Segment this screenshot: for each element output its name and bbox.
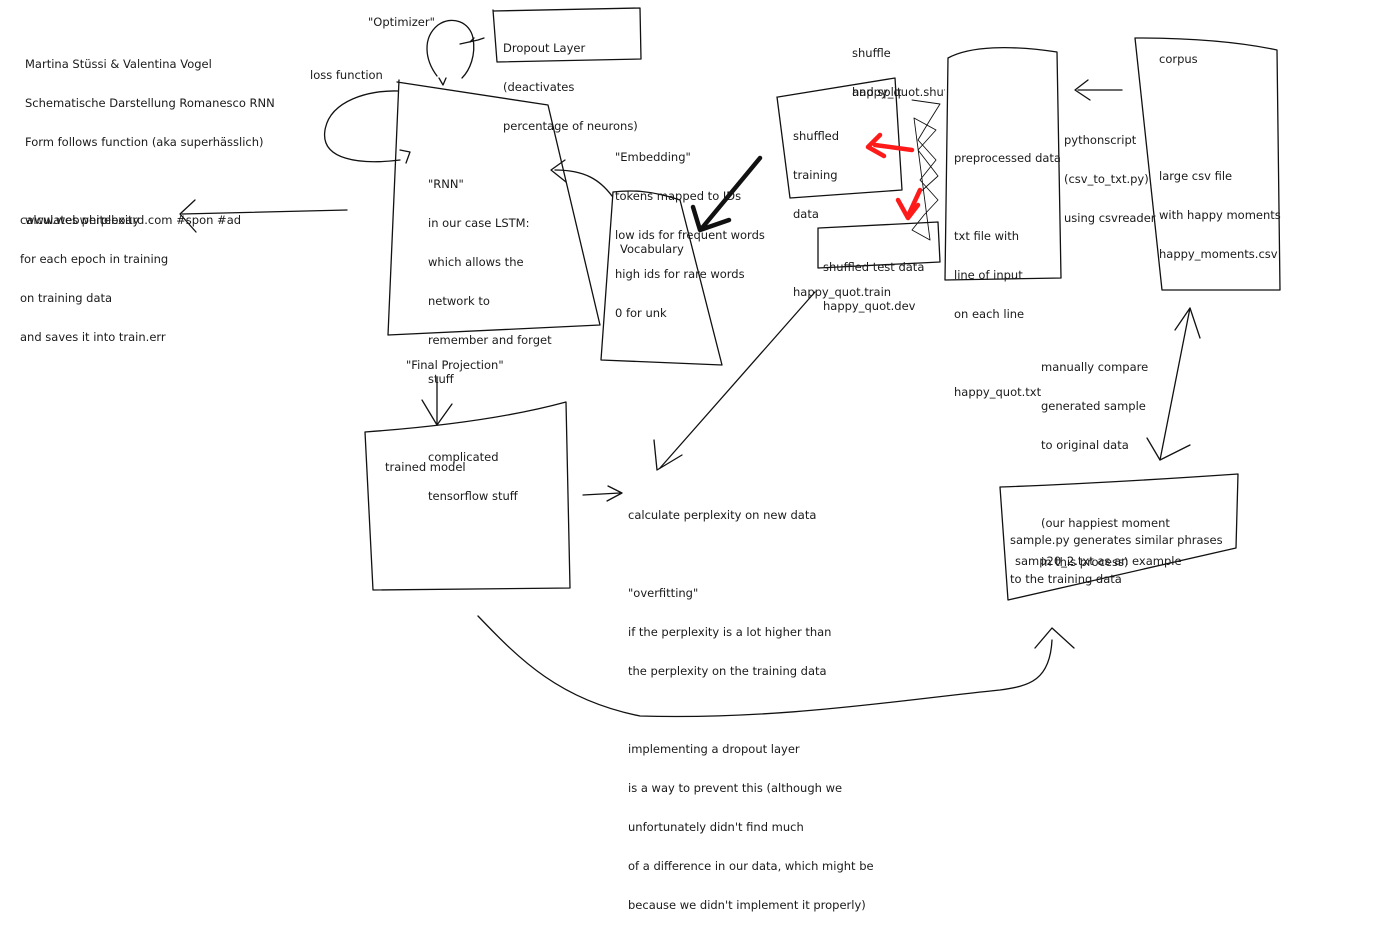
shuffle-label: shuffle and split (852, 46, 902, 99)
corpus-box-shape (1134, 37, 1281, 291)
final-projection-label: "Final Projection" (406, 358, 504, 372)
rnn-box-text: "RNN" in our case LSTM: which allows the… (428, 177, 552, 503)
red-arrow-train-head (865, 132, 887, 159)
embedding-heavy-arrow (699, 155, 763, 231)
perplexity-arrow-head (179, 199, 197, 233)
sample-box-shape (999, 473, 1239, 601)
vocabulary-box-shape (600, 190, 723, 366)
perplexity-note: calculates perplexity for each epoch in … (20, 213, 169, 344)
vocab-rnn-arrow-head (550, 159, 567, 183)
trained-model-label: trained model (385, 460, 466, 474)
corpus-desc: large csv file with happy moments happy_… (1159, 169, 1281, 261)
test-box-shape (817, 221, 941, 269)
sample-box-text: sample.py generates similar phrases to t… (1010, 533, 1223, 586)
compare-arrow-head-bottom (1146, 437, 1191, 461)
model-calc-arrow-head (606, 485, 623, 502)
new-data-note: calculate perplexity on new data "overfi… (628, 508, 874, 912)
loss-function-label: loss function (310, 68, 383, 82)
vocabulary-label: Vocabulary (620, 242, 684, 256)
train-box-shape (776, 77, 903, 199)
vocab-rnn-arrow (554, 169, 613, 197)
compare-arrow-head-top (1174, 307, 1201, 339)
test-calc-arrow-line (659, 291, 816, 469)
test-box-text: shuffled test data happy_quot.dev (823, 260, 925, 313)
corpus-arrow-head (1074, 79, 1091, 101)
dropout-box-shape (492, 7, 642, 63)
preprocessed-box-text: preprocessed data txt file with line of … (954, 151, 1061, 399)
optimizer-pointer (459, 37, 485, 45)
rnn-box-shape (387, 79, 601, 336)
model-calc-arrow-line (582, 492, 621, 496)
happy-quot-shuf-label: happy_quot.shuf (852, 85, 945, 99)
model-sample-arrow-head (1034, 627, 1075, 649)
split-scribble (911, 99, 941, 241)
optimizer-label: "Optimizer" (368, 15, 435, 29)
loss-arrow-tip (399, 149, 411, 164)
header-note: Martina Stüssi & Valentina Vogel Schemat… (25, 57, 275, 227)
embedding-heavy-arrow-head (690, 204, 732, 233)
compare-arrow-line (1159, 307, 1191, 461)
compare-note: manually compare generated sample to ori… (1041, 360, 1170, 569)
pythonscript-note: pythonscript (csv_to_txt.py) using csvre… (1064, 133, 1156, 225)
preprocessed-box-shape (944, 47, 1062, 281)
model-sample-curve (477, 615, 1053, 718)
test-calc-arrow-head (653, 439, 683, 471)
whiteboard-drawing (179, 7, 1281, 718)
train-box-text: shuffled training data happy_quot.train (793, 129, 892, 299)
sample-example-label: samp20_2.txt as an example (1015, 554, 1182, 568)
corpus-label: corpus (1159, 52, 1198, 66)
dropout-box-text: Dropout Layer (deactivates percentage of… (503, 41, 638, 133)
red-arrow-test-head (895, 197, 921, 221)
red-arrow-train-line (872, 142, 915, 153)
optimizer-pointer-tail (469, 37, 475, 43)
loss-function-loop (324, 90, 401, 163)
trained-model-box-shape (364, 401, 571, 591)
embedding-note: "Embedding" tokens mapped to IDs low ids… (615, 150, 765, 320)
perplexity-arrow-line (181, 209, 348, 215)
red-arrow-test-line (905, 187, 923, 219)
optimizer-head-shape (426, 19, 475, 79)
optimizer-neck (438, 77, 447, 86)
